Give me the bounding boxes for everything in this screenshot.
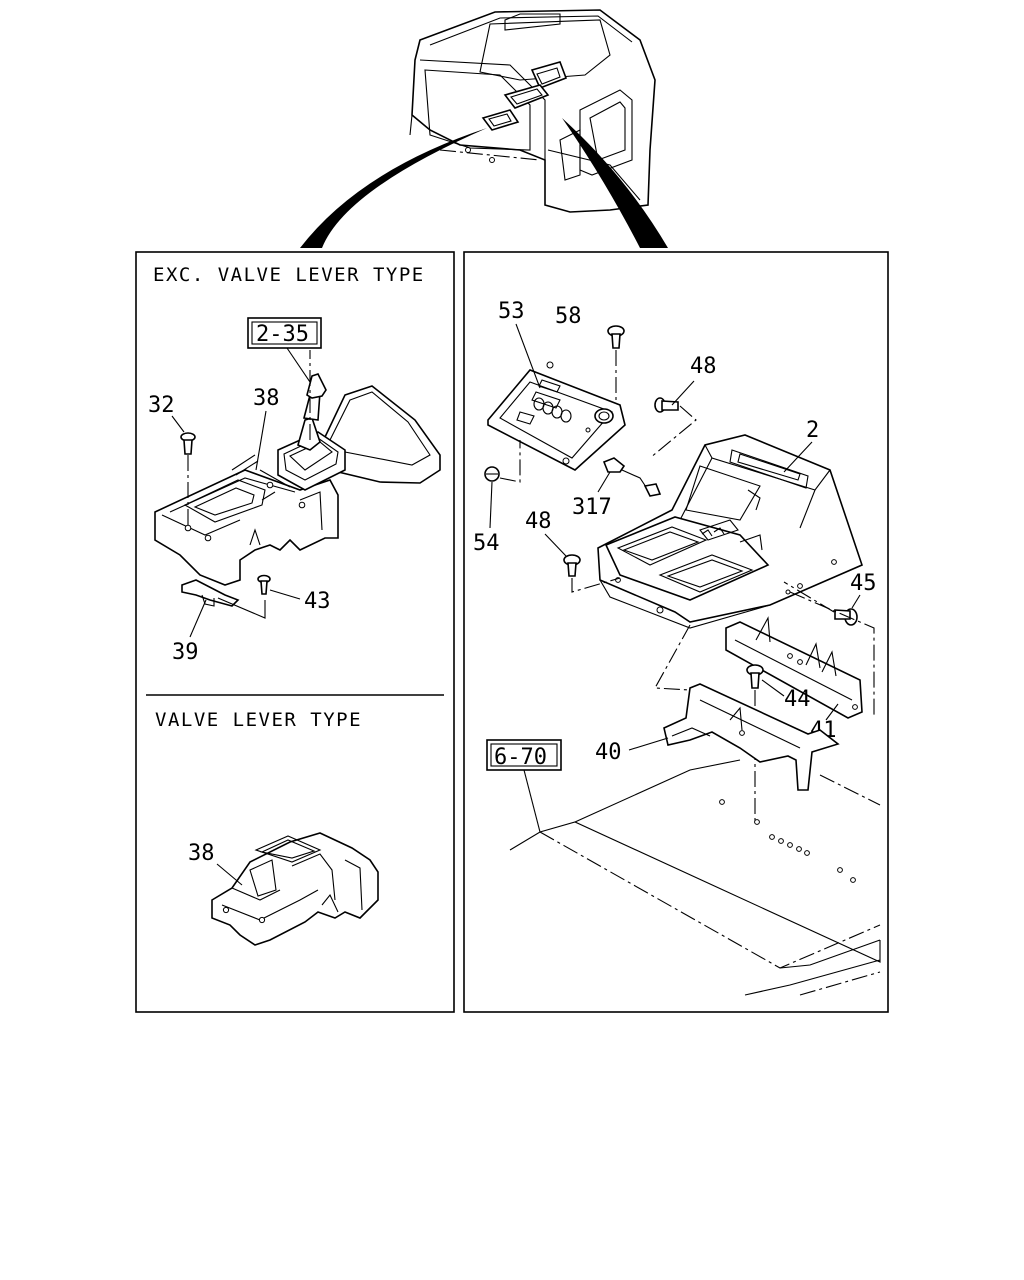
callout-44[interactable]: 44 <box>784 687 811 712</box>
bracket-39-connector <box>217 597 266 619</box>
leader-317 <box>597 471 611 493</box>
callout-54[interactable]: 54 <box>473 531 500 556</box>
bolt-32-icon <box>180 432 196 455</box>
callout-2[interactable]: 2 <box>806 418 819 443</box>
console-assembly-illustration <box>154 350 441 586</box>
bolt-48-upper-icon <box>654 397 679 413</box>
callout-48-upper[interactable]: 48 <box>690 354 717 379</box>
screw-43-icon <box>257 574 271 595</box>
bracket-41-illustration <box>725 616 863 719</box>
leader-shift-lever <box>286 347 313 386</box>
leader-bracket-41-right <box>789 591 875 715</box>
leader-bracket-40-left <box>654 624 691 691</box>
section-title-valve-lever: VALVE LEVER TYPE <box>155 709 362 731</box>
leader-bolt-48-upper <box>649 405 697 459</box>
callout-39[interactable]: 39 <box>172 640 199 665</box>
detail-connector-arrows <box>300 118 668 248</box>
leader-48-upper <box>671 380 695 406</box>
clip-54-icon <box>484 466 500 482</box>
callout-45[interactable]: 45 <box>850 571 877 596</box>
leader-44 <box>761 679 785 697</box>
callout-53[interactable]: 53 <box>498 299 525 324</box>
callout-38[interactable]: 38 <box>253 386 280 411</box>
leader-32 <box>171 415 185 433</box>
ref-label-floor: 6-70 <box>494 745 547 770</box>
leader-40 <box>628 737 669 751</box>
leader-screw-43 <box>269 589 301 600</box>
leader-48-lower <box>544 533 567 557</box>
leader-41 <box>825 703 839 721</box>
left-panel-frame <box>135 251 455 1013</box>
callout-317[interactable]: 317 <box>572 495 612 520</box>
ref-box-shift-lever[interactable]: 2-35 <box>247 317 322 349</box>
switch-panel-53-illustration <box>487 361 626 471</box>
connector-317-icon <box>602 457 662 497</box>
section-title-exc-valve-lever: EXC. VALVE LEVER TYPE <box>153 264 425 286</box>
floor-panel-illustration <box>509 759 881 996</box>
leader-floor <box>523 769 541 833</box>
callout-58[interactable]: 58 <box>555 304 582 329</box>
ref-box-floor[interactable]: 6-70 <box>486 739 562 771</box>
bolt-45-icon <box>834 608 858 626</box>
console-38-valve-lever-illustration <box>211 832 379 946</box>
bracket-39-icon <box>181 579 240 607</box>
leader-53 <box>515 323 541 389</box>
bolt-48-lower-icon <box>563 554 581 577</box>
leader-38-valve <box>216 863 243 886</box>
leader-bolt-48-lower <box>571 577 621 593</box>
callout-32[interactable]: 32 <box>148 393 175 418</box>
bolt-44-icon <box>746 664 764 689</box>
callout-40[interactable]: 40 <box>595 740 622 765</box>
leader-38 <box>255 410 267 471</box>
bracket-40-illustration <box>663 683 840 791</box>
callout-48-lower[interactable]: 48 <box>525 509 552 534</box>
console-2-illustration <box>597 434 863 629</box>
ref-label-shift-lever: 2-35 <box>256 322 309 347</box>
leader-clip-54 <box>499 440 521 483</box>
right-panel-frame <box>463 251 889 1013</box>
leader-54 <box>489 481 493 529</box>
leader-39 <box>189 599 207 638</box>
leader-2 <box>783 441 813 473</box>
callout-38-valve[interactable]: 38 <box>188 841 215 866</box>
callout-43[interactable]: 43 <box>304 589 331 614</box>
screw-58-icon <box>607 325 625 349</box>
leader-45 <box>851 594 861 609</box>
